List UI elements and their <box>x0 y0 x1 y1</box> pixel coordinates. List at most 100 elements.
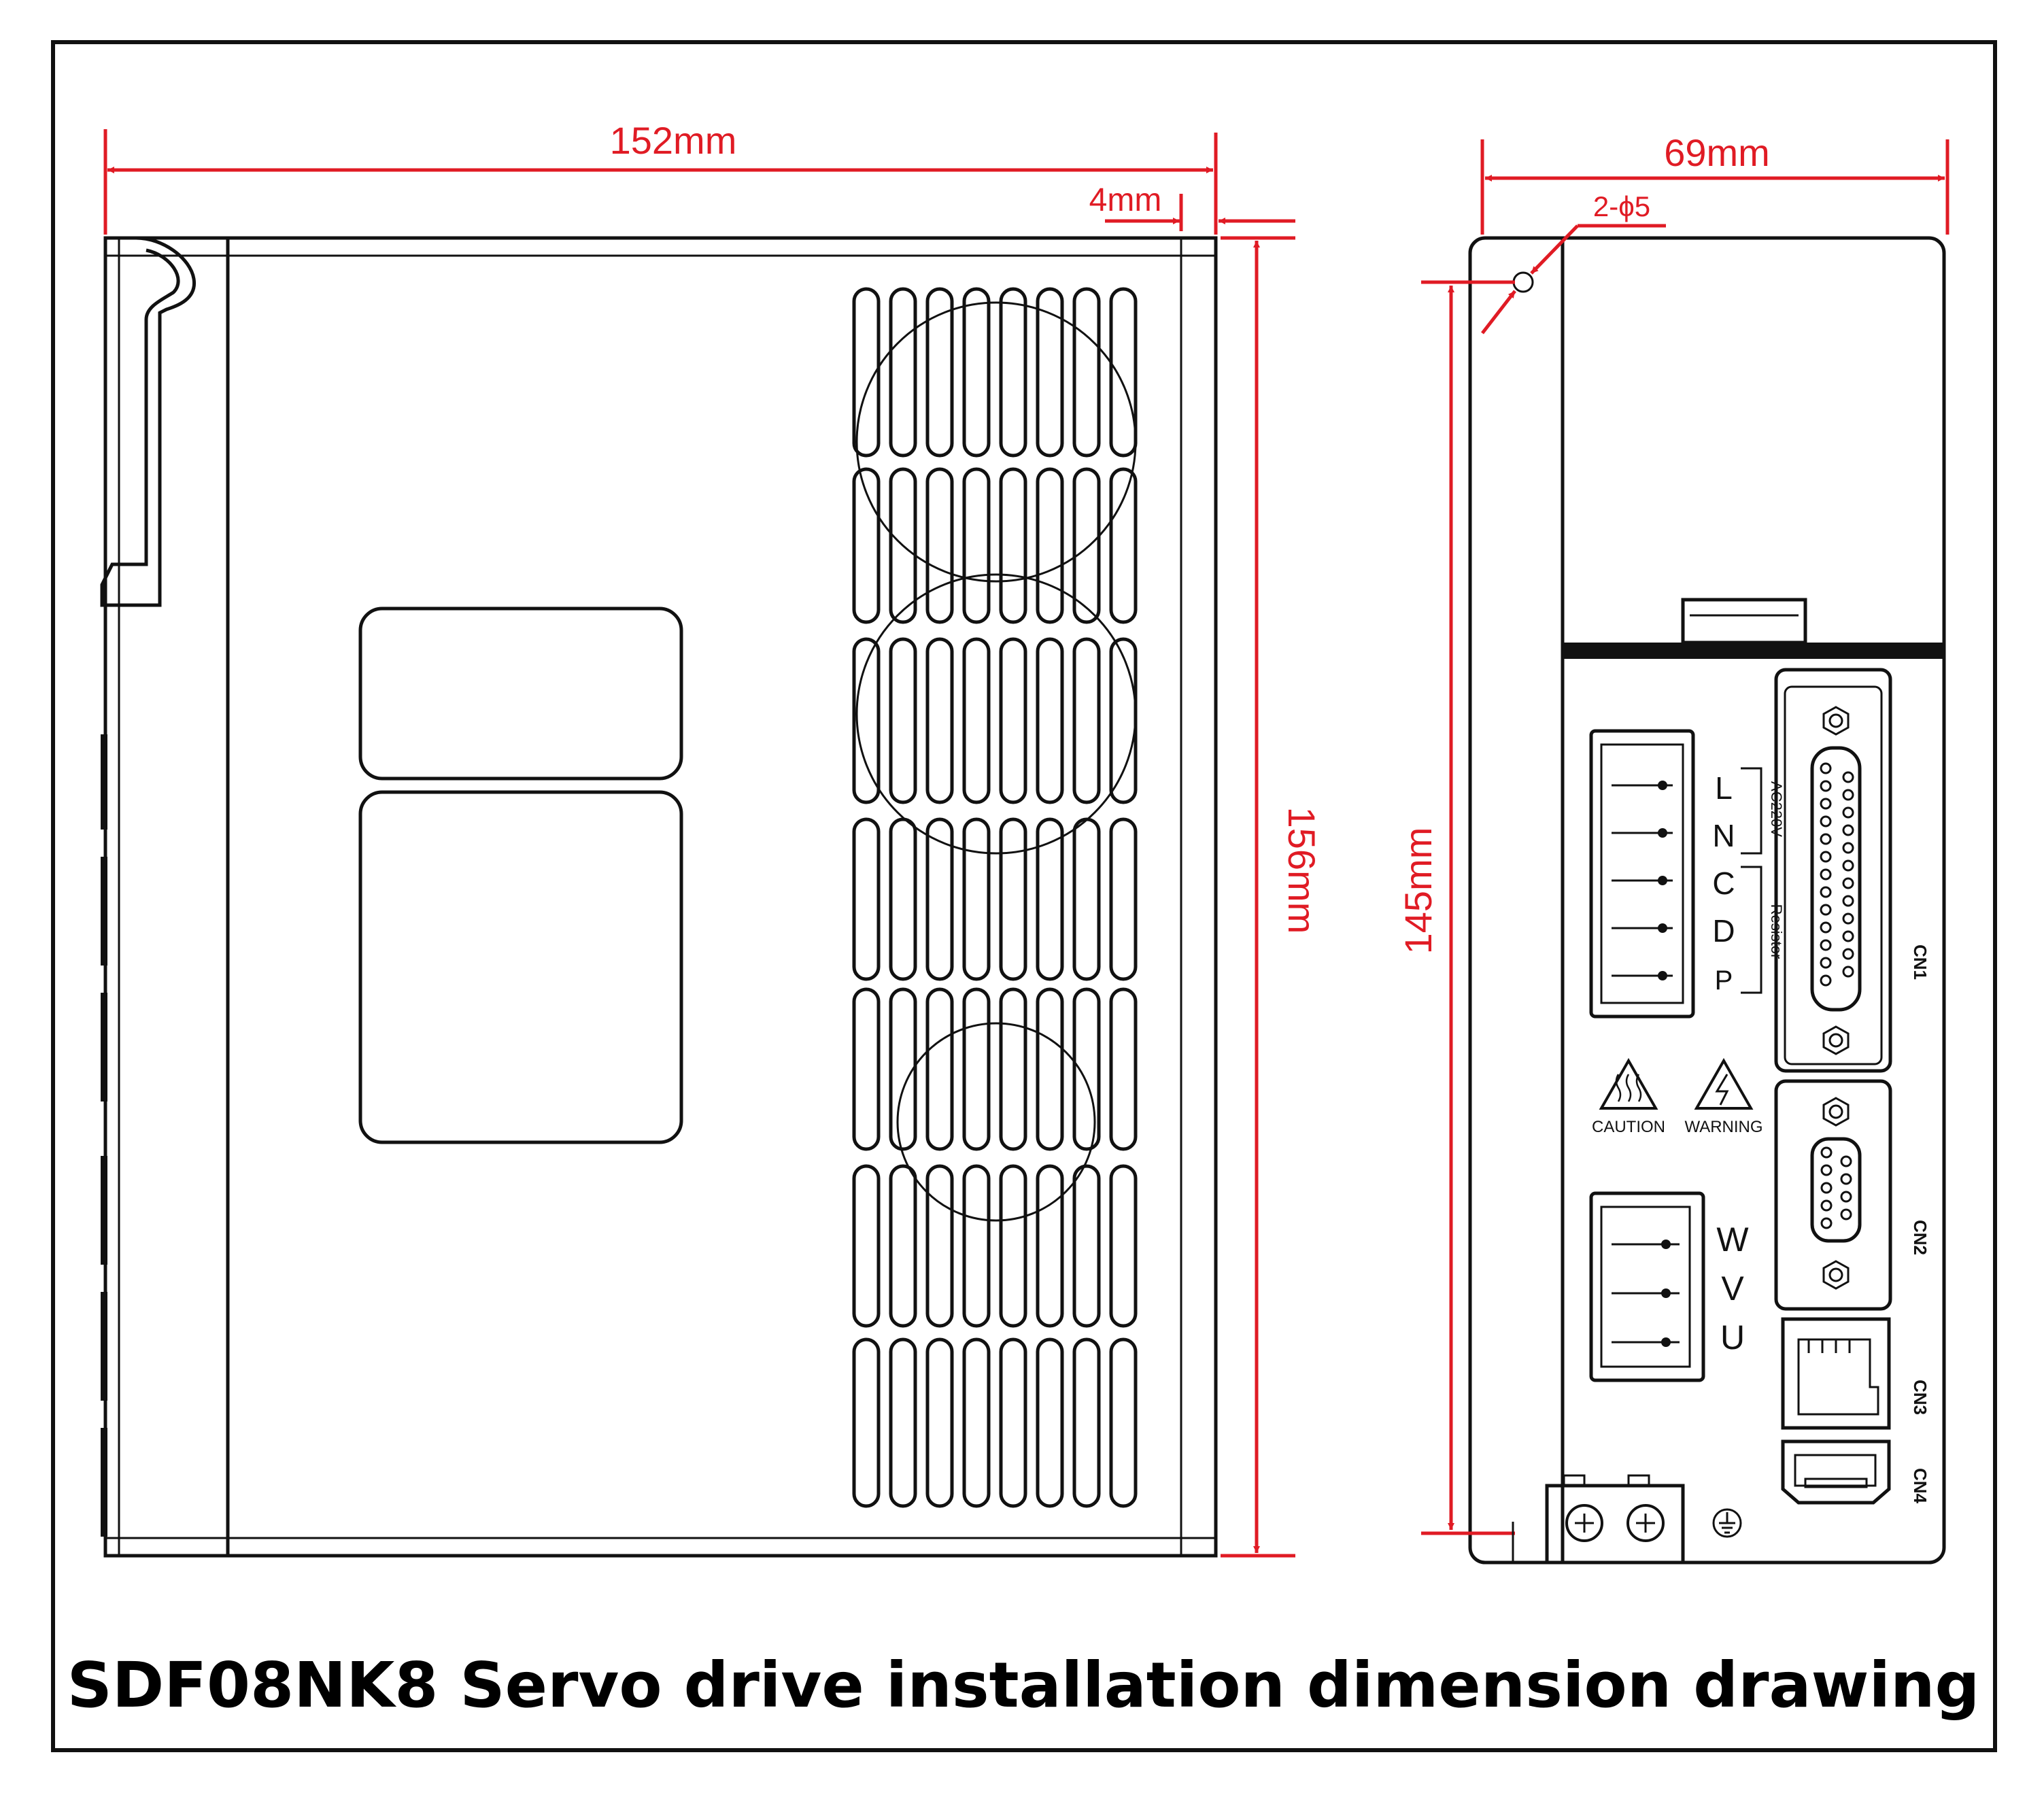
connector-pin <box>1820 1146 1833 1159</box>
vent-slot <box>1072 467 1101 624</box>
screw-hex-icon <box>1822 1260 1850 1290</box>
vent-slot <box>962 1164 991 1328</box>
connector-pin <box>1820 939 1832 951</box>
vent-slot <box>889 817 917 981</box>
front-view: L N C D P AC220V Resistor CAUTION WARNIN… <box>1468 236 1946 1565</box>
vent-slot <box>1109 817 1138 981</box>
screw-hex-icon <box>1822 1097 1850 1127</box>
vent-slot <box>999 987 1027 1151</box>
vent-slot <box>1109 637 1138 804</box>
terminal-label-u: U <box>1720 1318 1745 1356</box>
connector-pin <box>1840 1191 1852 1203</box>
connector-pin <box>1820 886 1832 898</box>
vent-slot <box>1072 1164 1101 1328</box>
front-dimensions: 69mm 2-ϕ5 145mm <box>1397 131 1949 1563</box>
terminal-label-w: W <box>1716 1220 1749 1259</box>
connector-pin <box>1842 824 1854 836</box>
cn3-connector <box>1781 1317 1891 1430</box>
connector-pin <box>1820 957 1832 969</box>
connector-pin <box>1842 842 1854 854</box>
vent-slot <box>1109 1337 1138 1508</box>
vent-slot <box>1109 467 1138 624</box>
cn1-label: CN1 <box>1910 944 1930 980</box>
vent-slot <box>889 1337 917 1508</box>
dim-156-label: 156mm <box>1280 807 1323 934</box>
vent-slot <box>1036 1337 1064 1508</box>
terminal-pin <box>1658 781 1667 790</box>
terminal-label-p: P <box>1715 966 1733 995</box>
dim-4-label: 4mm <box>1089 182 1162 218</box>
connector-pin <box>1820 798 1832 810</box>
vent-slot <box>1036 1164 1064 1328</box>
connector-pin <box>1842 912 1854 925</box>
connector-pin <box>1842 877 1854 889</box>
vent-slot <box>852 987 881 1151</box>
vent-slot <box>999 467 1027 624</box>
mounting-hole <box>1512 271 1534 293</box>
screw-hex-icon <box>1822 706 1850 736</box>
vent-grille <box>852 287 1138 1508</box>
cn3-label: CN3 <box>1910 1380 1930 1415</box>
terminal-label-c: C <box>1712 866 1735 901</box>
vent-slot <box>1072 987 1101 1151</box>
warning-label: WARNING <box>1684 1118 1762 1136</box>
label-plate-bottom <box>358 790 683 1144</box>
ground-icon <box>1712 1508 1742 1538</box>
dim-69-label: 69mm <box>1664 131 1770 174</box>
vent-slot <box>999 1337 1027 1508</box>
terminal-pin <box>1661 1288 1671 1298</box>
connector-pin <box>1842 806 1854 819</box>
edge-notches <box>101 734 107 1537</box>
vent-slot <box>852 1164 881 1328</box>
cn2-label: CN2 <box>1910 1220 1930 1255</box>
vent-slot <box>1072 287 1101 458</box>
terminal-pin <box>1658 876 1667 885</box>
vent-slot <box>1109 1164 1138 1328</box>
connector-pin <box>1820 833 1832 845</box>
high-voltage-icon <box>1694 1057 1754 1110</box>
vent-slot <box>999 817 1027 981</box>
power-labels: L N C D P AC220V Resistor <box>1712 767 1785 995</box>
connector-pin <box>1820 762 1832 774</box>
vent-slot <box>925 467 954 624</box>
label-plate-top <box>358 607 683 781</box>
vent-slot <box>889 637 917 804</box>
vent-slot <box>999 287 1027 458</box>
vent-slot <box>925 637 954 804</box>
vent-slot <box>999 1164 1027 1328</box>
connector-pin <box>1840 1155 1852 1167</box>
vent-slot <box>925 1337 954 1508</box>
power-terminal-block <box>1589 729 1695 1019</box>
connector-pin <box>1840 1173 1852 1185</box>
connector-pin <box>1820 974 1832 987</box>
cn2-connector <box>1774 1079 1892 1311</box>
vent-slot <box>999 637 1027 804</box>
connector-pin <box>1820 780 1832 792</box>
terminal-pin <box>1661 1337 1671 1347</box>
vent-slot <box>889 1164 917 1328</box>
connector-pin <box>1820 868 1832 881</box>
dim-152-label: 152mm <box>610 119 737 162</box>
vent-slot <box>1036 287 1064 458</box>
vent-slot <box>1109 987 1138 1151</box>
vent-slot <box>962 467 991 624</box>
connector-pin <box>1820 1182 1833 1194</box>
vent-slot <box>1109 287 1138 458</box>
connector-pin <box>1842 859 1854 872</box>
vent-slot <box>962 287 991 458</box>
connector-pin <box>1842 948 1854 960</box>
fan-outline <box>855 301 1137 1222</box>
vent-slot <box>925 987 954 1151</box>
terminal-pin <box>1658 923 1667 933</box>
cn1-connector <box>1774 668 1892 1073</box>
vent-slot <box>962 1337 991 1508</box>
drawing-frame <box>51 40 1997 1752</box>
connector-pin <box>1820 921 1832 934</box>
side-dimensions: 152mm 4mm 156mm <box>103 119 1323 1558</box>
terminal-pin <box>1658 971 1667 980</box>
hole-label: 2-ϕ5 <box>1593 190 1650 222</box>
dim-145-label: 145mm <box>1397 827 1440 955</box>
connector-pin <box>1842 789 1854 801</box>
cn4-label: CN4 <box>1910 1468 1930 1504</box>
